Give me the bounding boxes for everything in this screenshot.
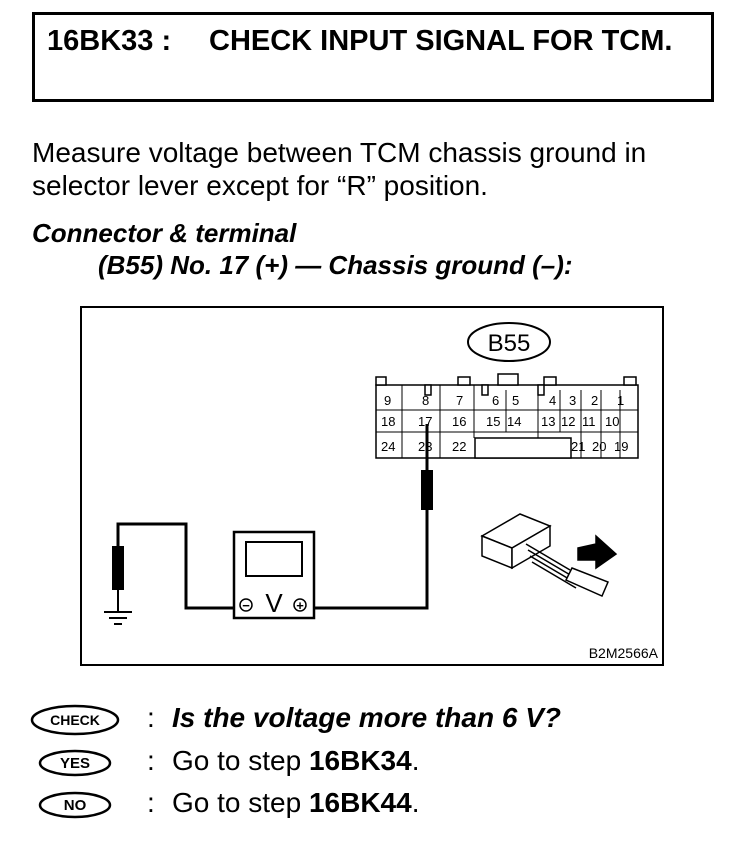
svg-text:V: V: [265, 588, 283, 618]
pin-11: 11: [582, 414, 596, 429]
svg-text:+: +: [296, 598, 304, 613]
pin-9: 9: [384, 393, 391, 408]
no-action: Go to step 16BK44.: [172, 787, 420, 818]
pin-5: 5: [512, 393, 519, 408]
yes-action: Go to step 16BK34.: [172, 745, 420, 776]
svg-text:B55: B55: [488, 330, 531, 357]
no-badge-icon: NO: [38, 791, 112, 819]
check-question: Is the voltage more than 6 V?: [172, 702, 561, 733]
pin-2: 2: [591, 393, 598, 408]
pin-12: 12: [561, 414, 575, 429]
connector-label: B55: [467, 322, 551, 362]
yes-step-id: 16BK34: [308, 745, 412, 776]
pin-20: 20: [592, 439, 606, 454]
step-id: 16BK33 :: [47, 25, 172, 57]
pin-21: 21: [571, 439, 585, 454]
pin-24: 24: [381, 439, 395, 454]
yes-badge-icon: YES: [38, 749, 112, 777]
connector-detail: (B55) No. 17 (+) — Chassis ground (–):: [98, 250, 573, 280]
svg-text:−: −: [242, 598, 250, 613]
pin-16: 16: [452, 414, 466, 429]
pin-3: 3: [569, 393, 576, 408]
check-colon: :: [147, 702, 155, 733]
pin-4: 4: [549, 393, 556, 408]
pin-19: 19: [614, 439, 628, 454]
pin-17: 17: [418, 414, 432, 429]
instruction-text: Measure voltage between TCM chassis grou…: [32, 137, 647, 201]
no-colon: :: [147, 787, 155, 818]
check-badge-icon: CHECK: [30, 704, 120, 736]
ground-symbol-icon: [104, 611, 132, 625]
step-title: CHECK INPUT SIGNAL FOR TCM.: [209, 25, 673, 57]
pin-14: 14: [507, 414, 521, 429]
connector-pins: 9 8 7 6 5 4 3 2 1 18 17 16 15 14 13 12 1…: [381, 393, 628, 454]
svg-text:YES: YES: [60, 755, 90, 772]
pin-6: 6: [492, 393, 499, 408]
harness-connector-icon: [480, 513, 618, 597]
pin-18: 18: [381, 414, 395, 429]
check-row: CHECK : Is the voltage more than 6 V?: [30, 700, 730, 740]
pin-7: 7: [456, 393, 463, 408]
no-step-id: 16BK44: [308, 787, 412, 818]
figure-code: B2M2566A: [589, 645, 659, 661]
svg-text:NO: NO: [64, 797, 87, 814]
pin-23: 23: [418, 439, 432, 454]
ground-probe-icon: [112, 546, 124, 612]
positive-probe-icon: [421, 424, 433, 602]
yes-row: YES : Go to step 16BK34.: [30, 743, 730, 783]
pin-10: 10: [605, 414, 619, 429]
pin-22: 22: [452, 439, 466, 454]
connector-heading: Connector & terminal: [32, 218, 297, 248]
test-leads: [116, 522, 429, 610]
pin-8: 8: [422, 393, 429, 408]
no-row: NO : Go to step 16BK44.: [30, 785, 730, 825]
pin-1: 1: [617, 393, 624, 408]
svg-text:CHECK: CHECK: [50, 712, 100, 728]
connector-face-icon: [375, 373, 639, 459]
wiring-diagram: B55 9 8 7 6 5 4 3 2 1 18 17: [80, 306, 664, 666]
voltmeter-icon: − V +: [232, 530, 316, 620]
pin-13: 13: [541, 414, 555, 429]
yes-colon: :: [147, 745, 155, 776]
pin-15: 15: [486, 414, 500, 429]
step-header: 16BK33 : CHECK INPUT SIGNAL FOR TCM.: [32, 12, 714, 102]
